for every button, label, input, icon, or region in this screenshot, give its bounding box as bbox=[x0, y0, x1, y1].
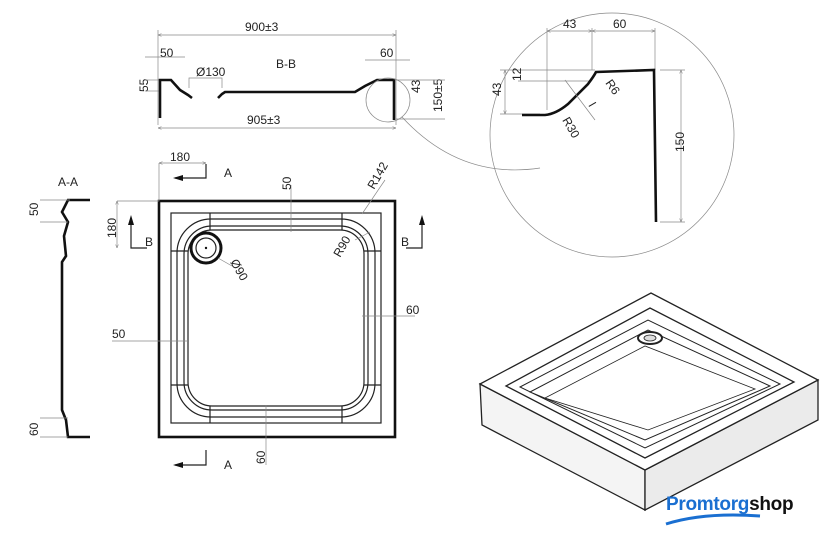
dim-900: 900±3 bbox=[245, 20, 279, 34]
detail-dim-12: 12 bbox=[510, 67, 524, 81]
dim-905: 905±3 bbox=[247, 113, 281, 127]
section-marker-b-right: B bbox=[401, 215, 425, 249]
plan-view: Ø90 180 180 A A B B 50 R142 R90 bbox=[105, 150, 425, 472]
isometric-view bbox=[478, 292, 820, 512]
svg-text:B: B bbox=[401, 235, 409, 249]
svg-text:A: A bbox=[224, 166, 232, 180]
section-marker-b-left: B bbox=[128, 215, 153, 249]
drain bbox=[189, 231, 223, 265]
dim-drain-130: Ø130 bbox=[196, 65, 226, 79]
detail-dim-150: 150 bbox=[673, 132, 687, 152]
dim-43: 43 bbox=[409, 79, 423, 93]
plan-dim-60-bottom: 60 bbox=[254, 450, 268, 464]
plan-dim-60-right: 60 bbox=[406, 303, 420, 317]
plan-radius-r90: R90 bbox=[330, 233, 353, 259]
promtorgshop-logo: Promtorgshop bbox=[666, 494, 794, 515]
dim-50: 50 bbox=[160, 46, 174, 60]
section-marker-a-bottom: A bbox=[173, 450, 232, 472]
section-bb: 900±3 905±3 50 60 Ø130 B-B 55 43 150±5 bbox=[137, 20, 541, 171]
dim-55: 55 bbox=[137, 78, 151, 92]
detail-thickness: I bbox=[585, 100, 599, 110]
svg-text:B: B bbox=[145, 235, 153, 249]
plan-dim-180-x: 180 bbox=[170, 150, 190, 164]
detail-dim-43-left: 43 bbox=[490, 82, 504, 96]
aa-dim-50: 50 bbox=[27, 202, 41, 216]
plan-dim-drain-90: Ø90 bbox=[227, 257, 251, 284]
detail-radius-r30: R30 bbox=[559, 115, 582, 141]
plan-dim-180-y: 180 bbox=[105, 218, 119, 238]
plan-dim-50-left: 50 bbox=[112, 327, 126, 341]
detail-view: 43 60 12 43 150 R6 R30 I bbox=[489, 12, 735, 258]
logo-swoosh-icon bbox=[665, 513, 761, 526]
dim-150: 150±5 bbox=[431, 78, 445, 112]
section-marker-a-top: A bbox=[173, 164, 232, 181]
aa-dim-60: 60 bbox=[27, 422, 41, 436]
svg-text:A: A bbox=[224, 458, 232, 472]
section-aa: A-A 50 60 bbox=[27, 175, 90, 439]
plan-dim-50-top: 50 bbox=[280, 176, 294, 190]
detail-radius-r6: R6 bbox=[603, 77, 623, 98]
detail-dim-43-top: 43 bbox=[563, 17, 577, 31]
dim-60: 60 bbox=[380, 46, 394, 60]
section-bb-title: B-B bbox=[276, 57, 296, 71]
section-aa-title: A-A bbox=[58, 175, 78, 189]
detail-dim-60: 60 bbox=[613, 17, 627, 31]
plan-radius-r142: R142 bbox=[364, 159, 391, 191]
